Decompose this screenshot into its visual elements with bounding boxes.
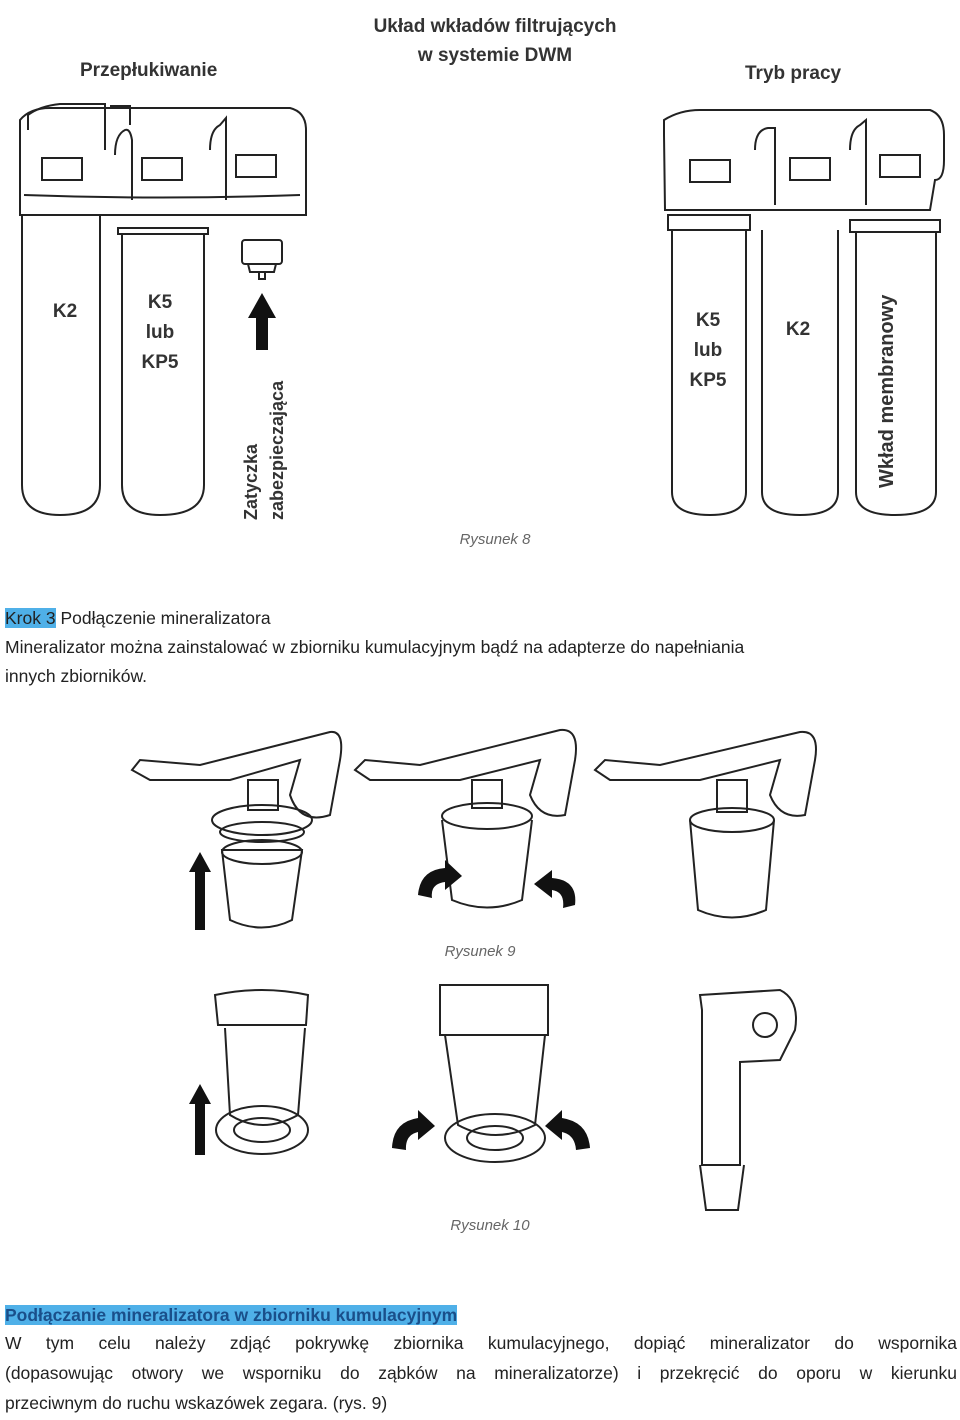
up-arrow-icon [189, 852, 211, 930]
membrane-cartridge-label: Wkład membranowy [876, 294, 898, 488]
step3-text-line1: Mineralizator można zainstalować w zbior… [5, 637, 745, 657]
working-mode-label: Tryb pracy [745, 63, 842, 84]
step3-heading-line: Krok 3 Podłączenie mineralizatora [5, 604, 955, 633]
section-text-line3: przeciwnym do ruchu wskazówek zegara. (r… [5, 1393, 388, 1413]
right-k2-label: K2 [785, 319, 811, 340]
right-kp5-label: KP5 [689, 370, 727, 391]
step3-step-label: Krok 3 [5, 608, 56, 628]
section-text-line1: W tym celu należy zdjąć pokrywkę zbiorni… [5, 1333, 957, 1353]
safety-plug-label-line1: Zatyczka [241, 443, 261, 520]
up-arrow-icon [248, 293, 276, 350]
section-heading: Podłączanie mineralizatora w zbiorniku k… [5, 1305, 458, 1325]
figure-8-title-line2: w systemie DWM [417, 45, 573, 66]
step3-heading: Podłączenie mineralizatora [60, 608, 271, 628]
rotate-right-icon [545, 1110, 590, 1150]
left-k2-label: K2 [52, 301, 78, 322]
flushing-mode-label: Przepłukiwanie [80, 60, 218, 81]
right-k5-label: K5 [695, 310, 721, 331]
section-block: Podłączanie mineralizatora w zbiorniku k… [5, 1302, 957, 1418]
figure-10-drawing [189, 984, 797, 1211]
left-kp5-label: KP5 [141, 352, 179, 373]
section-text-line2: (dopasowując otwory we wsporniku do ząbk… [5, 1363, 957, 1383]
figure-9-caption: Rysunek 9 [444, 943, 516, 960]
rotate-left-icon [418, 860, 462, 898]
up-arrow-icon [189, 1084, 211, 1155]
figure-8-title: Układ wkładów filtrujących w systemie DW… [330, 12, 660, 70]
left-middle-cartridge-label: K5 lub KP5 [130, 288, 190, 378]
figure-8-caption: Rysunek 8 [459, 531, 531, 548]
figure-9-drawing [130, 728, 817, 930]
step3-text-line2: innych zbiorników. [5, 666, 148, 686]
section-heading-line: Podłączanie mineralizatora w zbiorniku k… [5, 1302, 957, 1328]
left-k5-label: K5 [147, 292, 173, 313]
safety-plug-label: Zatyczka zabezpieczająca [238, 381, 290, 520]
safety-plug-label-line2: zabezpieczająca [267, 380, 287, 520]
step3-block: Krok 3 Podłączenie mineralizatora Minera… [5, 604, 955, 691]
right-lub-label: lub [693, 340, 723, 361]
flushing-filter-housing-drawing [19, 103, 945, 517]
figure-10-caption: Rysunek 10 [450, 1217, 530, 1234]
right-first-cartridge-label: K5 lub KP5 [678, 306, 738, 396]
figure-8-title-line1: Układ wkładów filtrujących [373, 16, 617, 37]
rotate-right-icon [534, 870, 576, 908]
left-lub-label: lub [145, 322, 175, 343]
rotate-left-icon [392, 1110, 435, 1150]
